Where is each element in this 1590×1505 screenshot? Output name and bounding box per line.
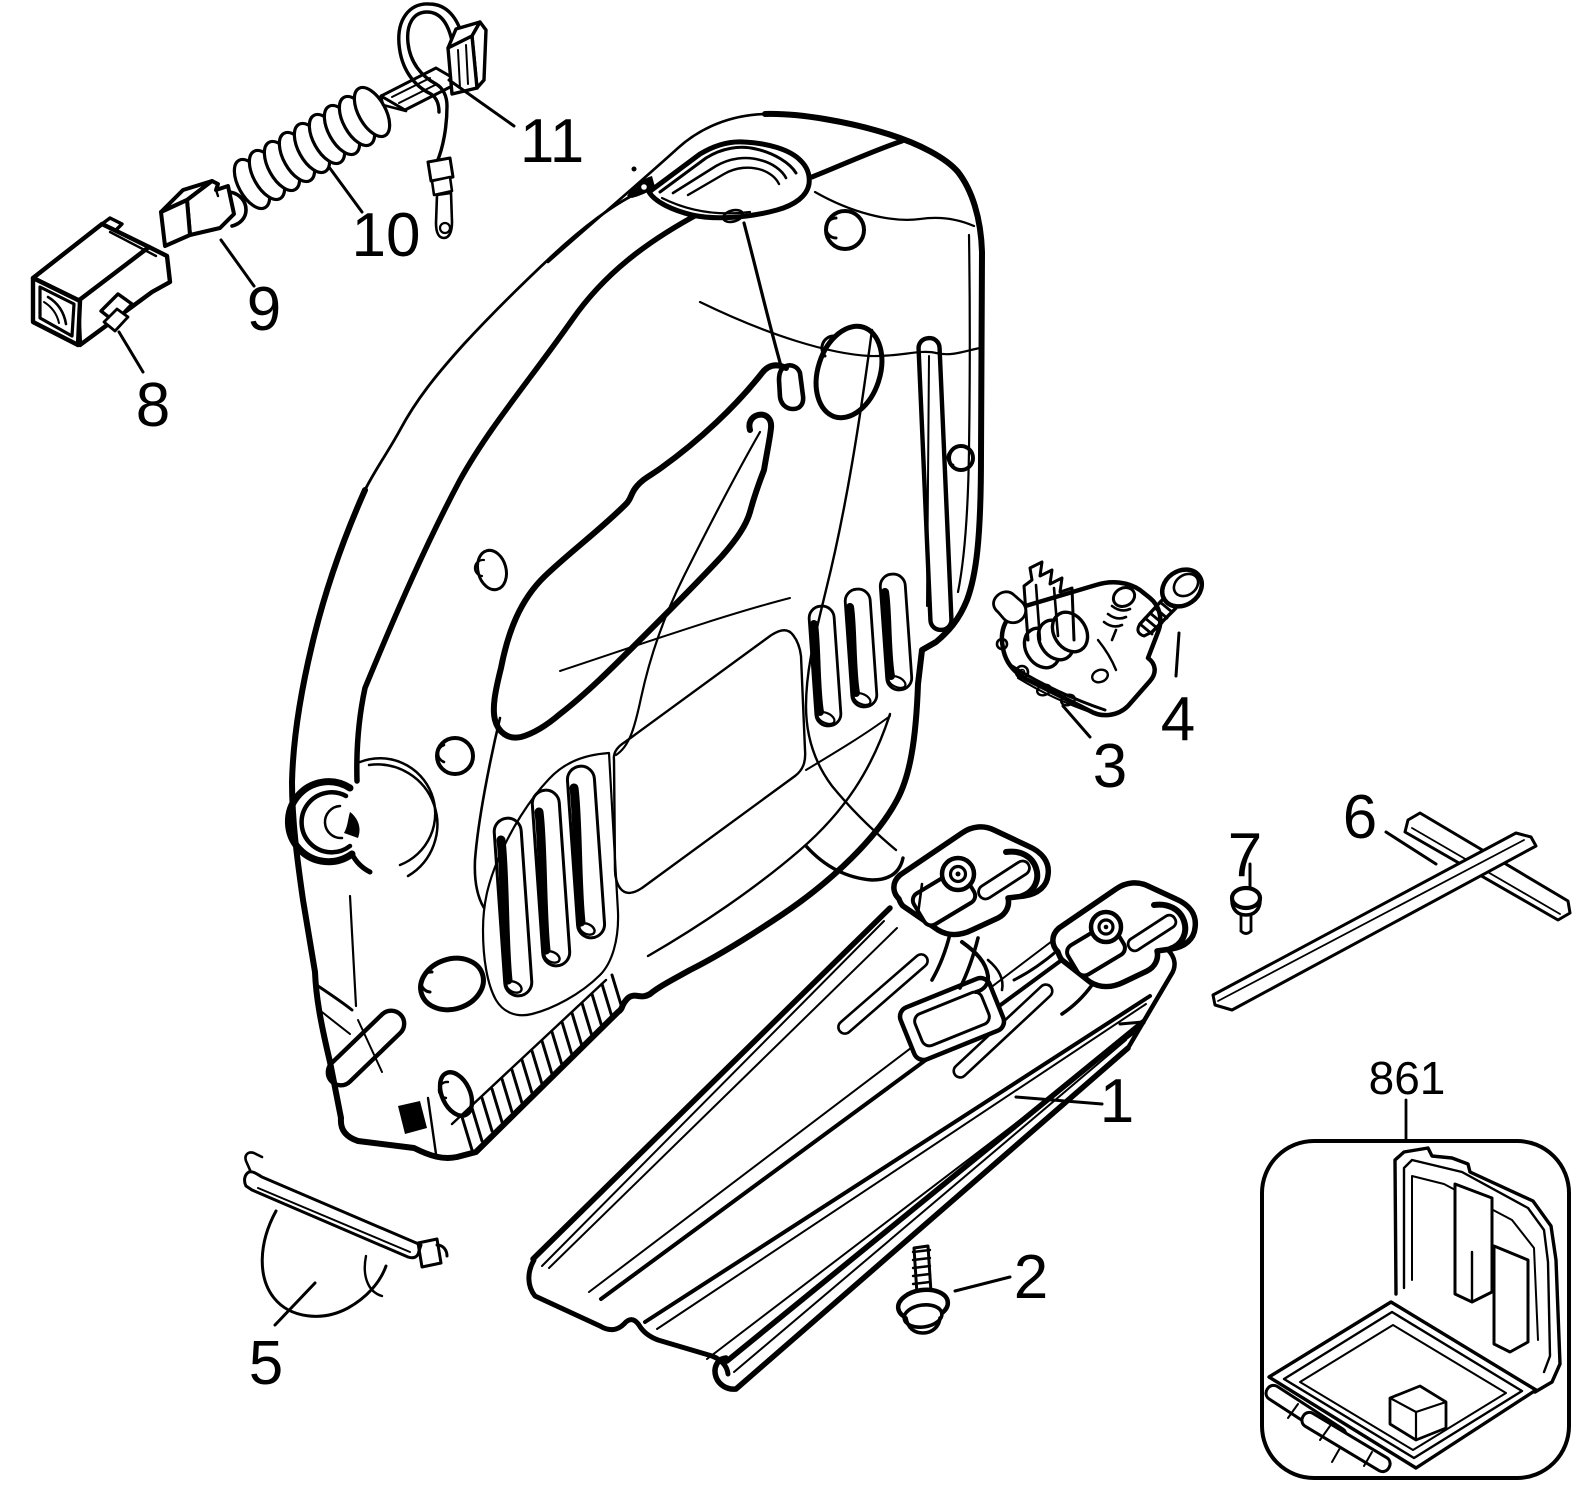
svg-text:2: 2 — [1014, 1243, 1048, 1312]
svg-text:3: 3 — [1093, 732, 1127, 801]
svg-text:4: 4 — [1161, 685, 1195, 754]
svg-text:6: 6 — [1343, 783, 1377, 852]
svg-text:7: 7 — [1228, 821, 1262, 890]
svg-text:9: 9 — [247, 275, 281, 344]
svg-text:1: 1 — [1100, 1067, 1134, 1136]
svg-text:5: 5 — [249, 1329, 283, 1398]
svg-text:11: 11 — [520, 107, 584, 176]
svg-text:8: 8 — [136, 371, 170, 440]
svg-text:861: 861 — [1369, 1052, 1446, 1104]
